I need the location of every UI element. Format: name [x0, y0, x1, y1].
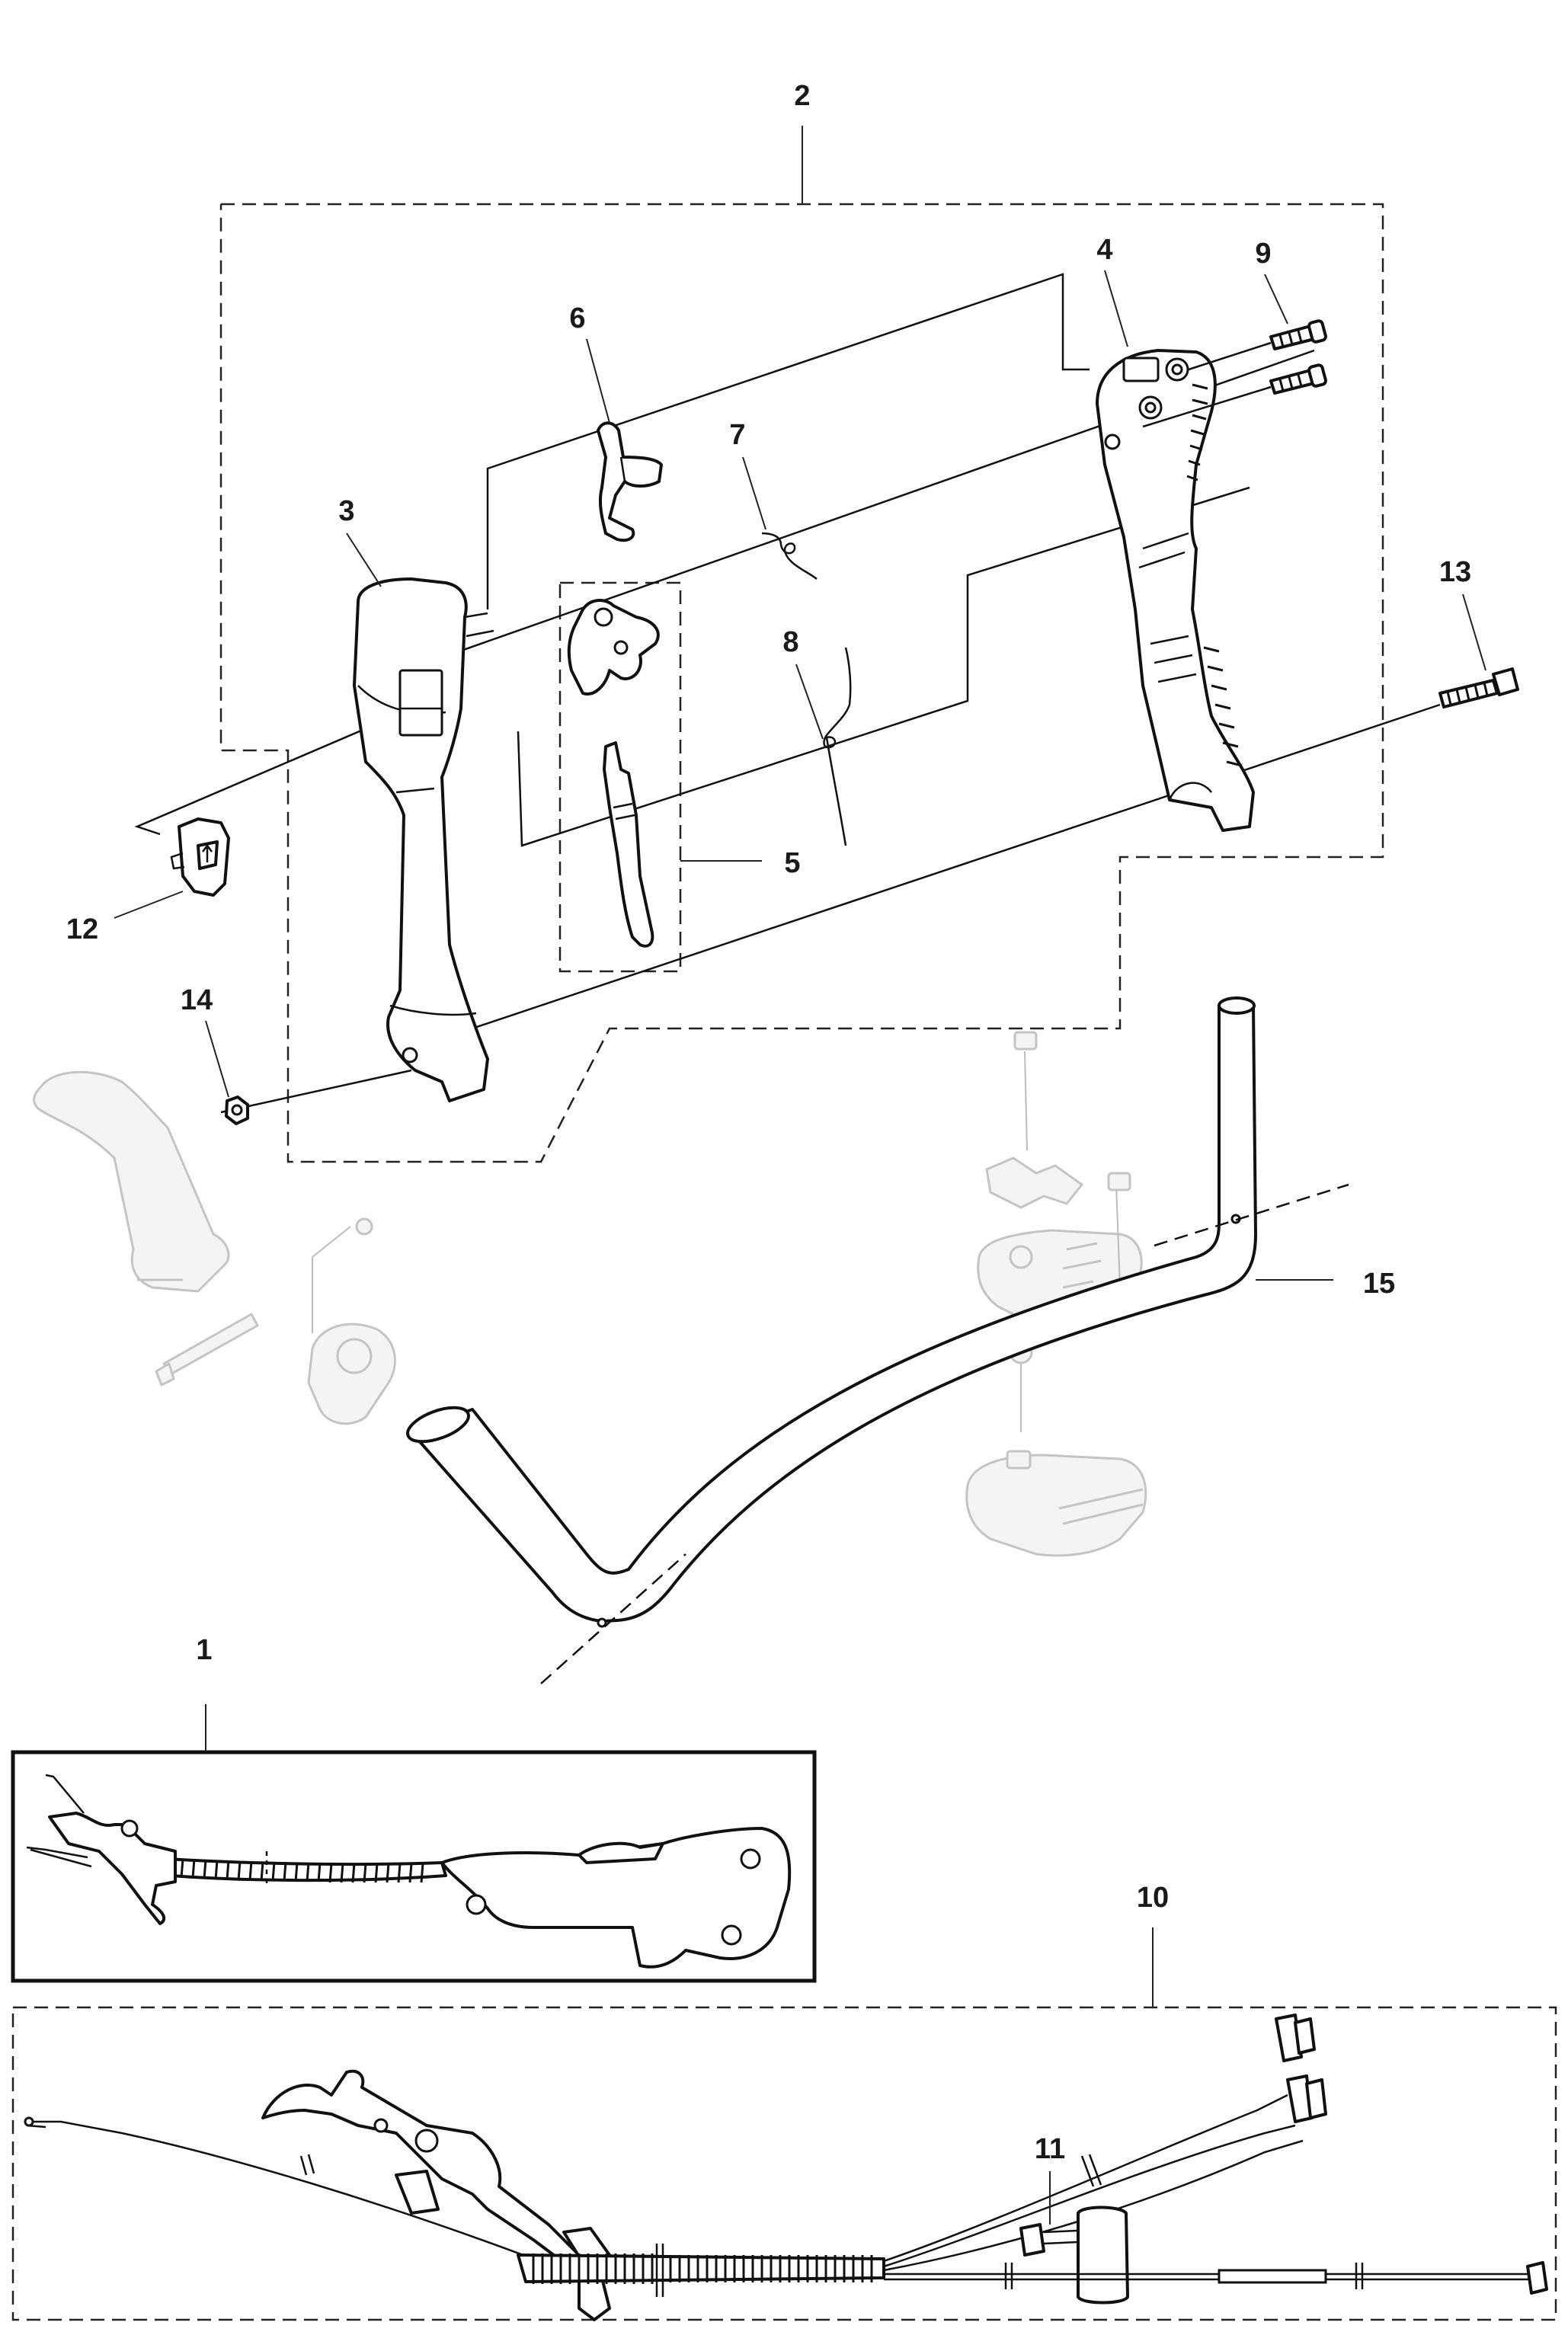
callout-13: 13 [1439, 556, 1471, 588]
throttle-cable-assembly-part-10 [11, 1927, 1557, 2321]
bolt-part-13 [1438, 667, 1519, 708]
callout-7: 7 [729, 419, 745, 451]
callout-labels: 2 4 9 6 7 3 13 8 5 12 14 15 1 10 11 [66, 80, 1471, 2165]
callout-8: 8 [782, 626, 798, 658]
callout-12: 12 [66, 913, 98, 945]
nut-part-14 [225, 1096, 249, 1125]
assembly-2-boundary [219, 126, 1384, 1163]
callout-9: 9 [1255, 238, 1271, 270]
callout-3: 3 [338, 495, 354, 527]
callout-leaders [114, 270, 1486, 1098]
callout-14: 14 [181, 984, 213, 1016]
ghost-parts-left [33, 1070, 396, 1425]
subassembly-5-boundary [558, 581, 762, 973]
callout-5: 5 [784, 847, 800, 879]
spring-part-7 [761, 532, 818, 580]
assembly-guide-lines [134, 273, 1441, 1114]
callout-15: 15 [1363, 1268, 1395, 1300]
callout-2: 2 [794, 80, 810, 112]
handle-right-half-part-4 [1096, 349, 1255, 832]
callout-10: 10 [1137, 1882, 1169, 1914]
handlebar-part-15 [406, 996, 1349, 1684]
switch-part-12 [170, 817, 230, 897]
callout-4: 4 [1096, 234, 1112, 266]
callout-11: 11 [1035, 2133, 1065, 2165]
spring-part-8 [823, 647, 852, 846]
throttle-trigger-part-5 [567, 599, 660, 948]
handle-left-half-part-3 [353, 577, 494, 1102]
lever-part-6 [597, 421, 663, 542]
screws-part-9 [1142, 319, 1327, 428]
callout-6: 6 [569, 302, 585, 334]
handle-assembly-part-1 [11, 1704, 817, 1983]
callout-1: 1 [196, 1634, 212, 1666]
